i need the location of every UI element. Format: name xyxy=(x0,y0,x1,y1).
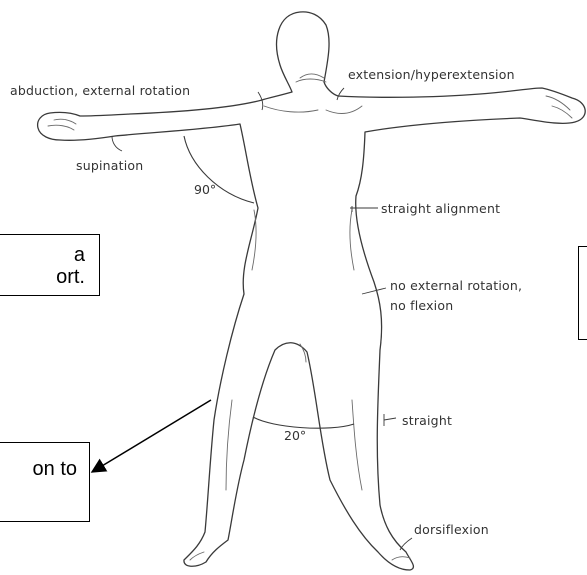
callout-box-left-bottom: on to xyxy=(0,442,90,522)
label-no-flexion: no flexion xyxy=(390,298,453,313)
label-arm-angle: 90° xyxy=(194,182,216,197)
callout-left-middle-line2: ort. xyxy=(56,265,85,289)
callout-left-middle-line1: a xyxy=(74,243,85,267)
callout-left-bottom-text: on to xyxy=(33,457,77,481)
callout-box-left-middle: a ort. xyxy=(0,234,100,296)
label-abduction: abduction, external rotation xyxy=(10,83,190,98)
callout-box-right-middle xyxy=(578,246,587,340)
label-straight: straight xyxy=(402,413,452,428)
label-dorsiflexion: dorsiflexion xyxy=(414,522,489,537)
label-straight-alignment: straight alignment xyxy=(381,201,500,216)
label-supination: supination xyxy=(76,158,143,173)
leader-lines xyxy=(112,88,412,550)
label-leg-angle: 20° xyxy=(284,428,306,443)
leg-angle-arc xyxy=(253,417,354,428)
label-extension: extension/hyperextension xyxy=(348,67,515,82)
callout-arrow xyxy=(92,400,211,472)
figure-details xyxy=(48,74,572,560)
label-no-external-rotation: no external rotation, xyxy=(390,278,522,293)
